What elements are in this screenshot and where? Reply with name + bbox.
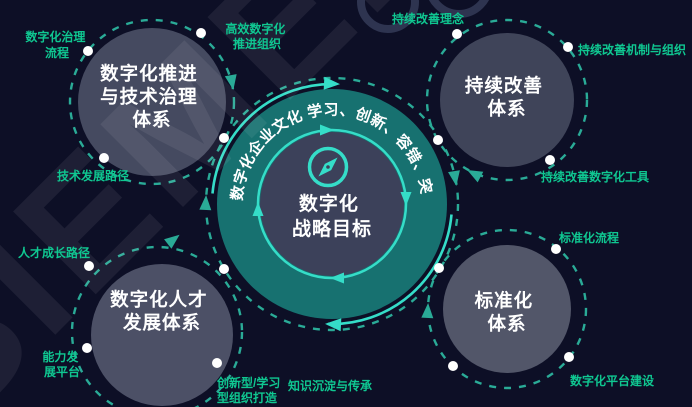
outer-arc-top [211, 82, 337, 194]
connector-dot [99, 153, 109, 163]
label-tech-path: 技术发展路径 [57, 168, 129, 183]
compass-icon [307, 146, 349, 188]
connector-dot [219, 264, 229, 274]
connector-dot [219, 133, 229, 143]
label-capability-platform: 能力发 展平台 [42, 349, 81, 379]
ring-arrow-center-left-icon [199, 195, 212, 211]
decorative-arc [429, 0, 489, 18]
node-improvement-dashed-ring [425, 18, 589, 182]
label-improvement-tools: 持续改善数字化工具 [541, 169, 649, 184]
node-talent-development [91, 264, 233, 406]
connector-dot [433, 135, 443, 145]
outer-arc-arrow-bottom-icon [325, 318, 342, 332]
connector-dot [448, 361, 458, 371]
center-inner-circle [260, 132, 404, 276]
compass-pivot [326, 165, 330, 169]
ring-arrow-bottom-left-icon [164, 234, 180, 249]
connector-dot [434, 263, 444, 273]
label-knowledge-inheritance: 知识沉淀与传承 [287, 378, 372, 393]
label-talent-path: 人才成长路径 [18, 245, 90, 260]
node-talent-dashed-ring [70, 245, 244, 407]
cycle-arrow-top-icon [320, 124, 334, 136]
connector-dot [82, 343, 92, 353]
label-standard-process: 标准化流程 [558, 230, 619, 245]
connector-dot [545, 155, 555, 165]
label-improvement-concept: 持续改善理念 [392, 11, 464, 26]
node-standardization-dashed-ring [426, 228, 588, 390]
ring-arrow-center-right-icon [448, 170, 460, 186]
label-innovative-org: 创新型/学习 型组织打造 [216, 375, 284, 405]
ring-arrow-bottom-right-icon [421, 303, 434, 319]
connector-dot [212, 358, 222, 368]
node-continuous-improvement [440, 33, 574, 167]
node-promotion-governance [78, 28, 226, 176]
label-platform-construction: 数字化平台建设 [570, 373, 655, 388]
center-title: 数字化 战略目标 [292, 192, 372, 240]
label-governance-process: 数字化治理 流程 [25, 29, 88, 60]
connector-dot [83, 46, 93, 56]
node-promotion-title: 数字化推进 与技术治理 体系 [100, 63, 204, 130]
outer-arc-arrow-top-icon [323, 76, 340, 90]
connector-dot [563, 42, 573, 52]
connector-dot [564, 352, 574, 362]
node-standardization [443, 245, 571, 373]
ring-arrow-top-right-icon [467, 170, 484, 183]
label-improvement-mechanism: 持续改善机制与组织 [578, 42, 686, 57]
node-talent-title: 数字化人才 发展体系 [110, 289, 214, 333]
decorative-arc [357, 0, 419, 33]
node-improvement-title: 持续改善 体系 [465, 75, 549, 119]
connector-dot [196, 28, 206, 38]
connector-dot [551, 244, 561, 254]
cycle-arrow-bottom-icon [330, 272, 344, 284]
connector-dot [452, 29, 462, 39]
outer-arc-bottom [327, 214, 453, 326]
node-promotion-dashed-ring [68, 18, 236, 186]
cycle-arrow-right-icon [400, 192, 412, 206]
ring-arrow-top-left-icon [224, 74, 237, 90]
connector-dots [82, 28, 574, 371]
node-standardization-title: 标准化 体系 [474, 290, 540, 334]
connector-dot [84, 261, 94, 271]
compass-ring [307, 146, 349, 188]
label-efficient-org: 高效数字化 推进组织 [225, 21, 288, 51]
cycle-arrow-left-icon [252, 202, 264, 216]
